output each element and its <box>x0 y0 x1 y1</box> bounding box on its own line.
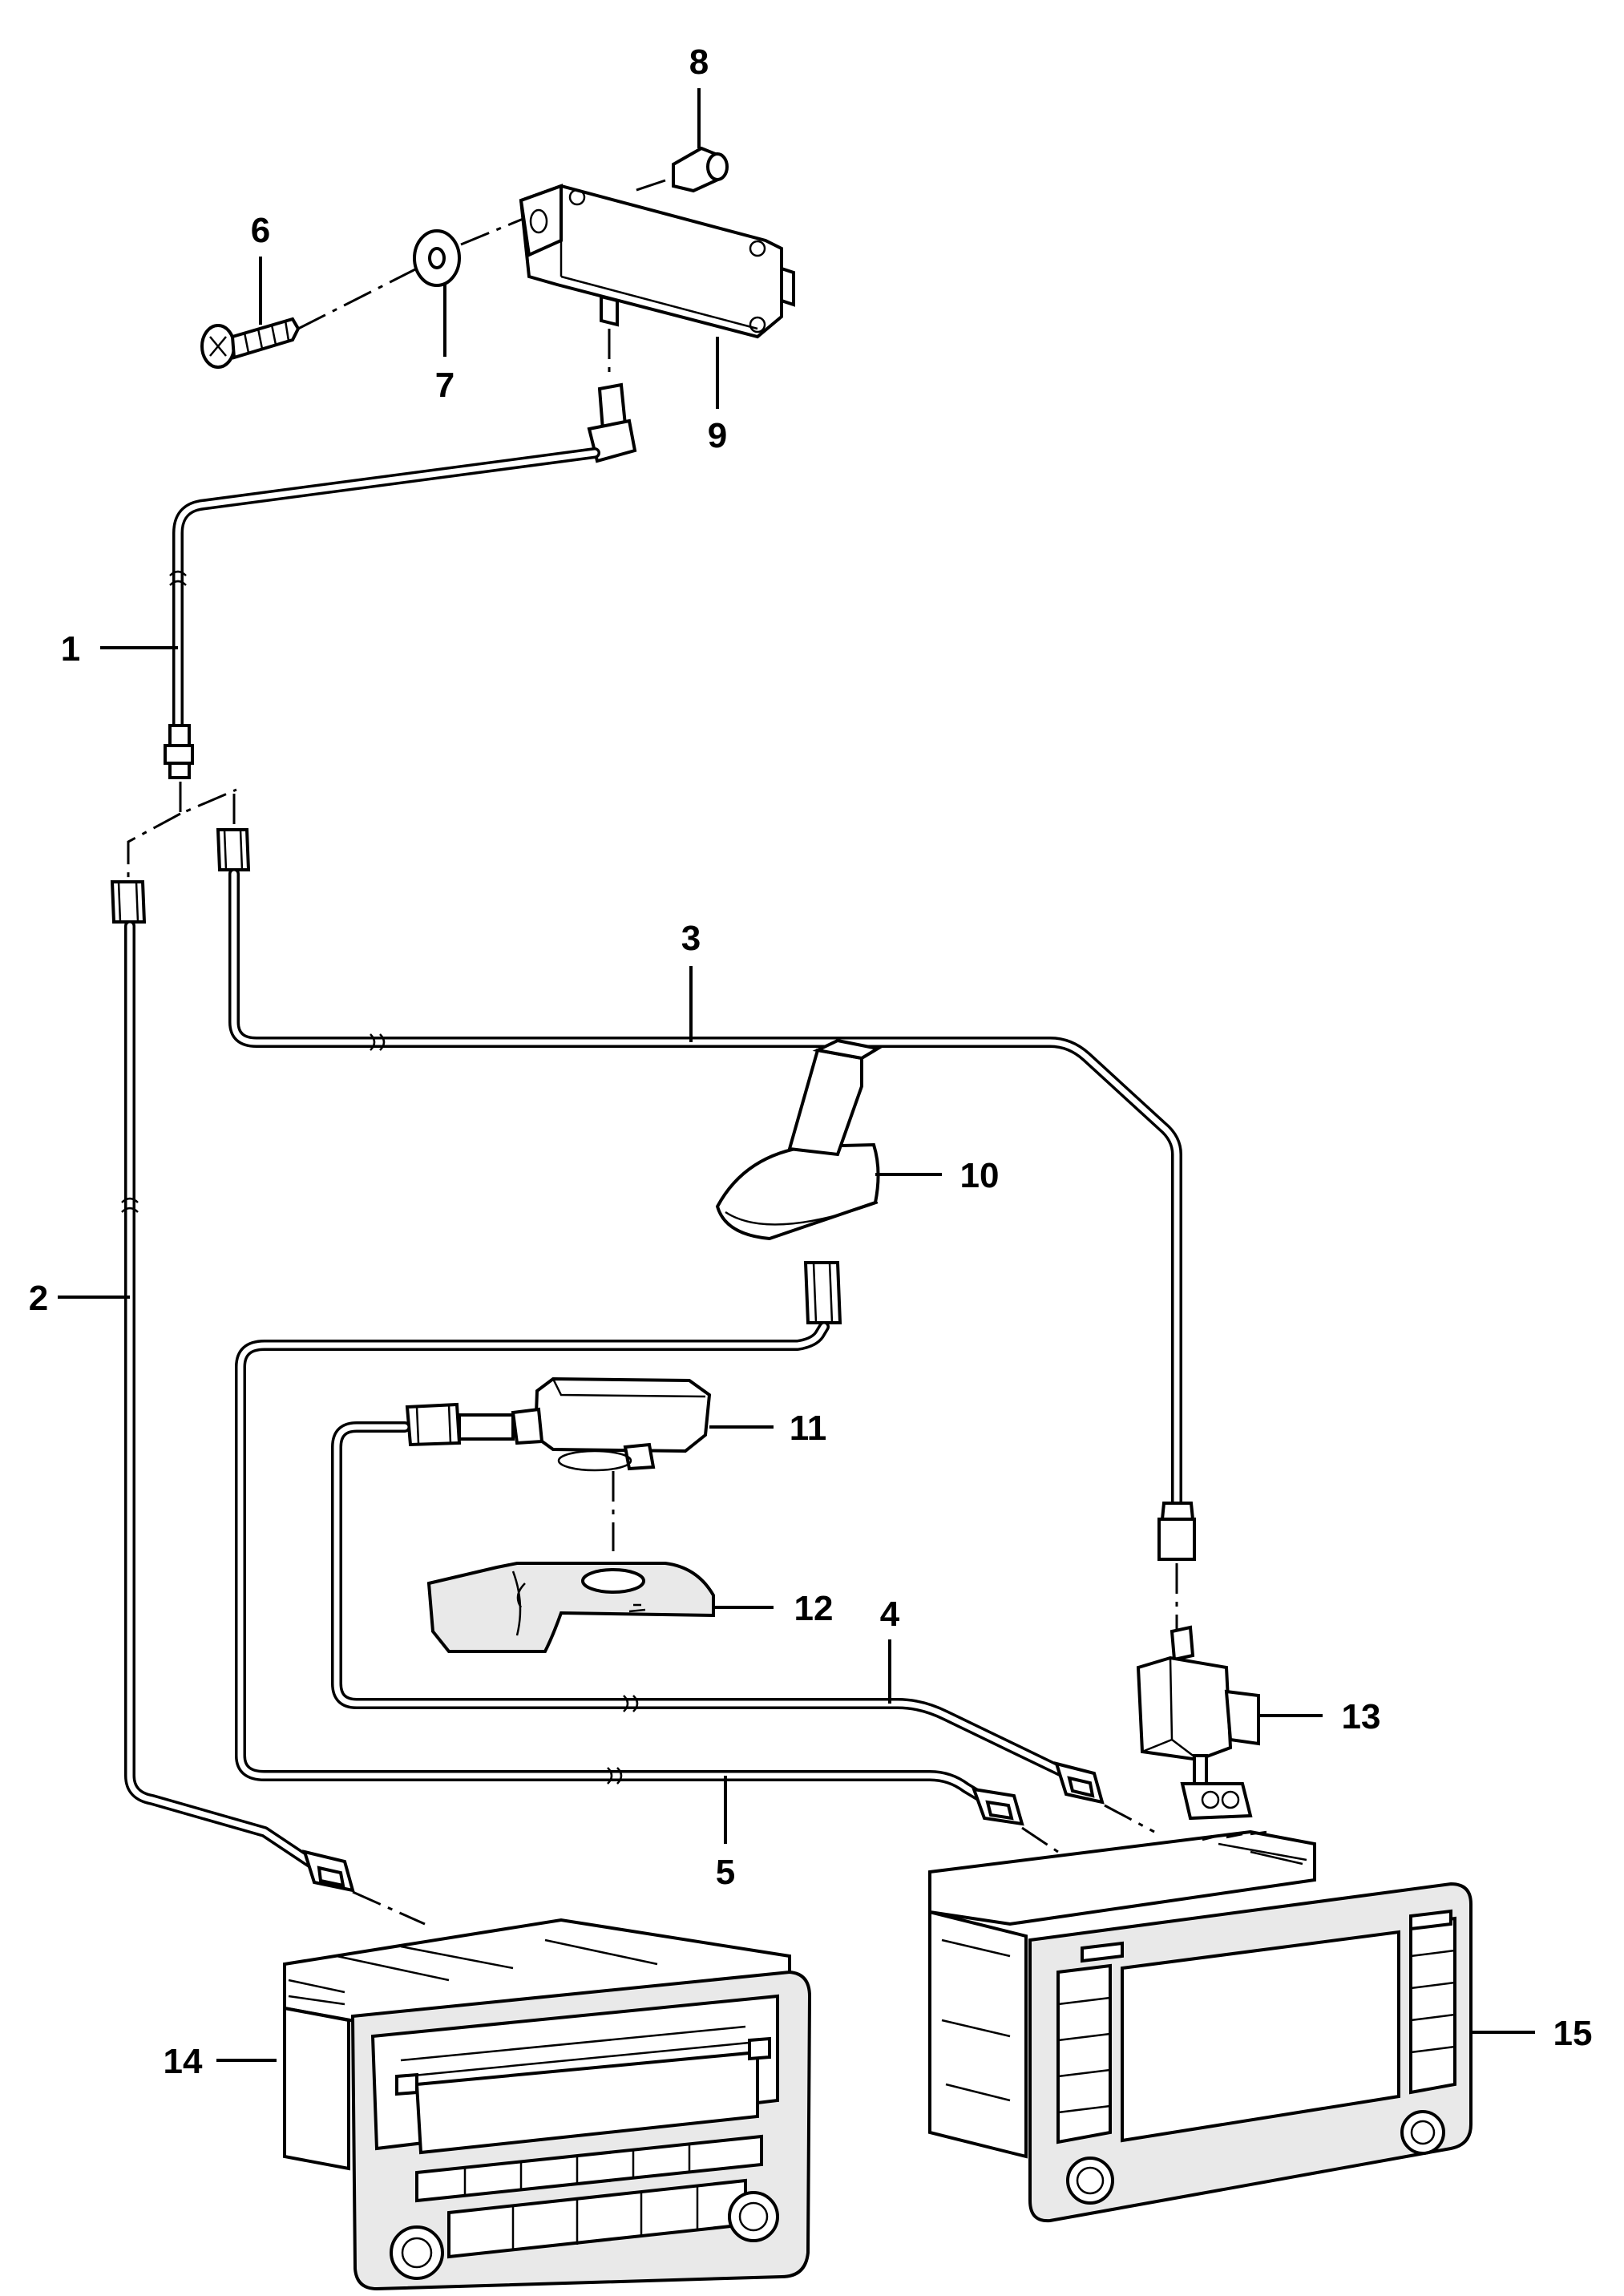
radio-14 <box>283 1918 812 2291</box>
callout-8: 8 <box>689 42 709 82</box>
screw-axis <box>297 267 418 330</box>
connector-axis-2 <box>127 812 181 878</box>
clip-axis <box>628 179 666 194</box>
antenna-10 <box>715 1038 883 1241</box>
callout-5: 5 <box>716 1853 735 1892</box>
screw-6 <box>200 317 301 369</box>
callout-13: 13 <box>1342 1697 1381 1736</box>
cable-3 <box>216 828 1196 1561</box>
cable-5-axis <box>1021 1826 1059 1853</box>
callout-12: 12 <box>794 1589 834 1628</box>
filter-13 <box>1136 1625 1260 1821</box>
bracket-12 <box>426 1562 715 1653</box>
callout-9: 9 <box>708 416 727 455</box>
callout-1: 1 <box>61 629 80 669</box>
cable-2-axis <box>352 1890 426 1926</box>
callout-14: 14 <box>164 2042 203 2081</box>
callout-11: 11 <box>790 1409 827 1448</box>
washer-7 <box>413 229 461 287</box>
callout-10: 10 <box>960 1156 1000 1195</box>
connector-axis-1 <box>179 782 237 816</box>
module-9 <box>519 184 795 339</box>
callout-15: 15 <box>1553 2014 1593 2053</box>
callout-3: 3 <box>681 919 701 958</box>
callout-2: 2 <box>29 1279 48 1318</box>
module-11 <box>511 1376 712 1472</box>
callout-7: 7 <box>435 366 454 405</box>
navigation-15 <box>928 1829 1473 2223</box>
cable-5 <box>235 1261 1024 1826</box>
cable-2 <box>110 880 355 1893</box>
cable-4 <box>331 1402 1105 1805</box>
callout-4: 4 <box>880 1595 900 1634</box>
cable-4-axis <box>1104 1804 1155 1833</box>
cable-1 <box>164 382 637 779</box>
callout-6: 6 <box>251 211 270 250</box>
clip-8 <box>672 146 729 193</box>
washer-axis <box>460 216 526 246</box>
